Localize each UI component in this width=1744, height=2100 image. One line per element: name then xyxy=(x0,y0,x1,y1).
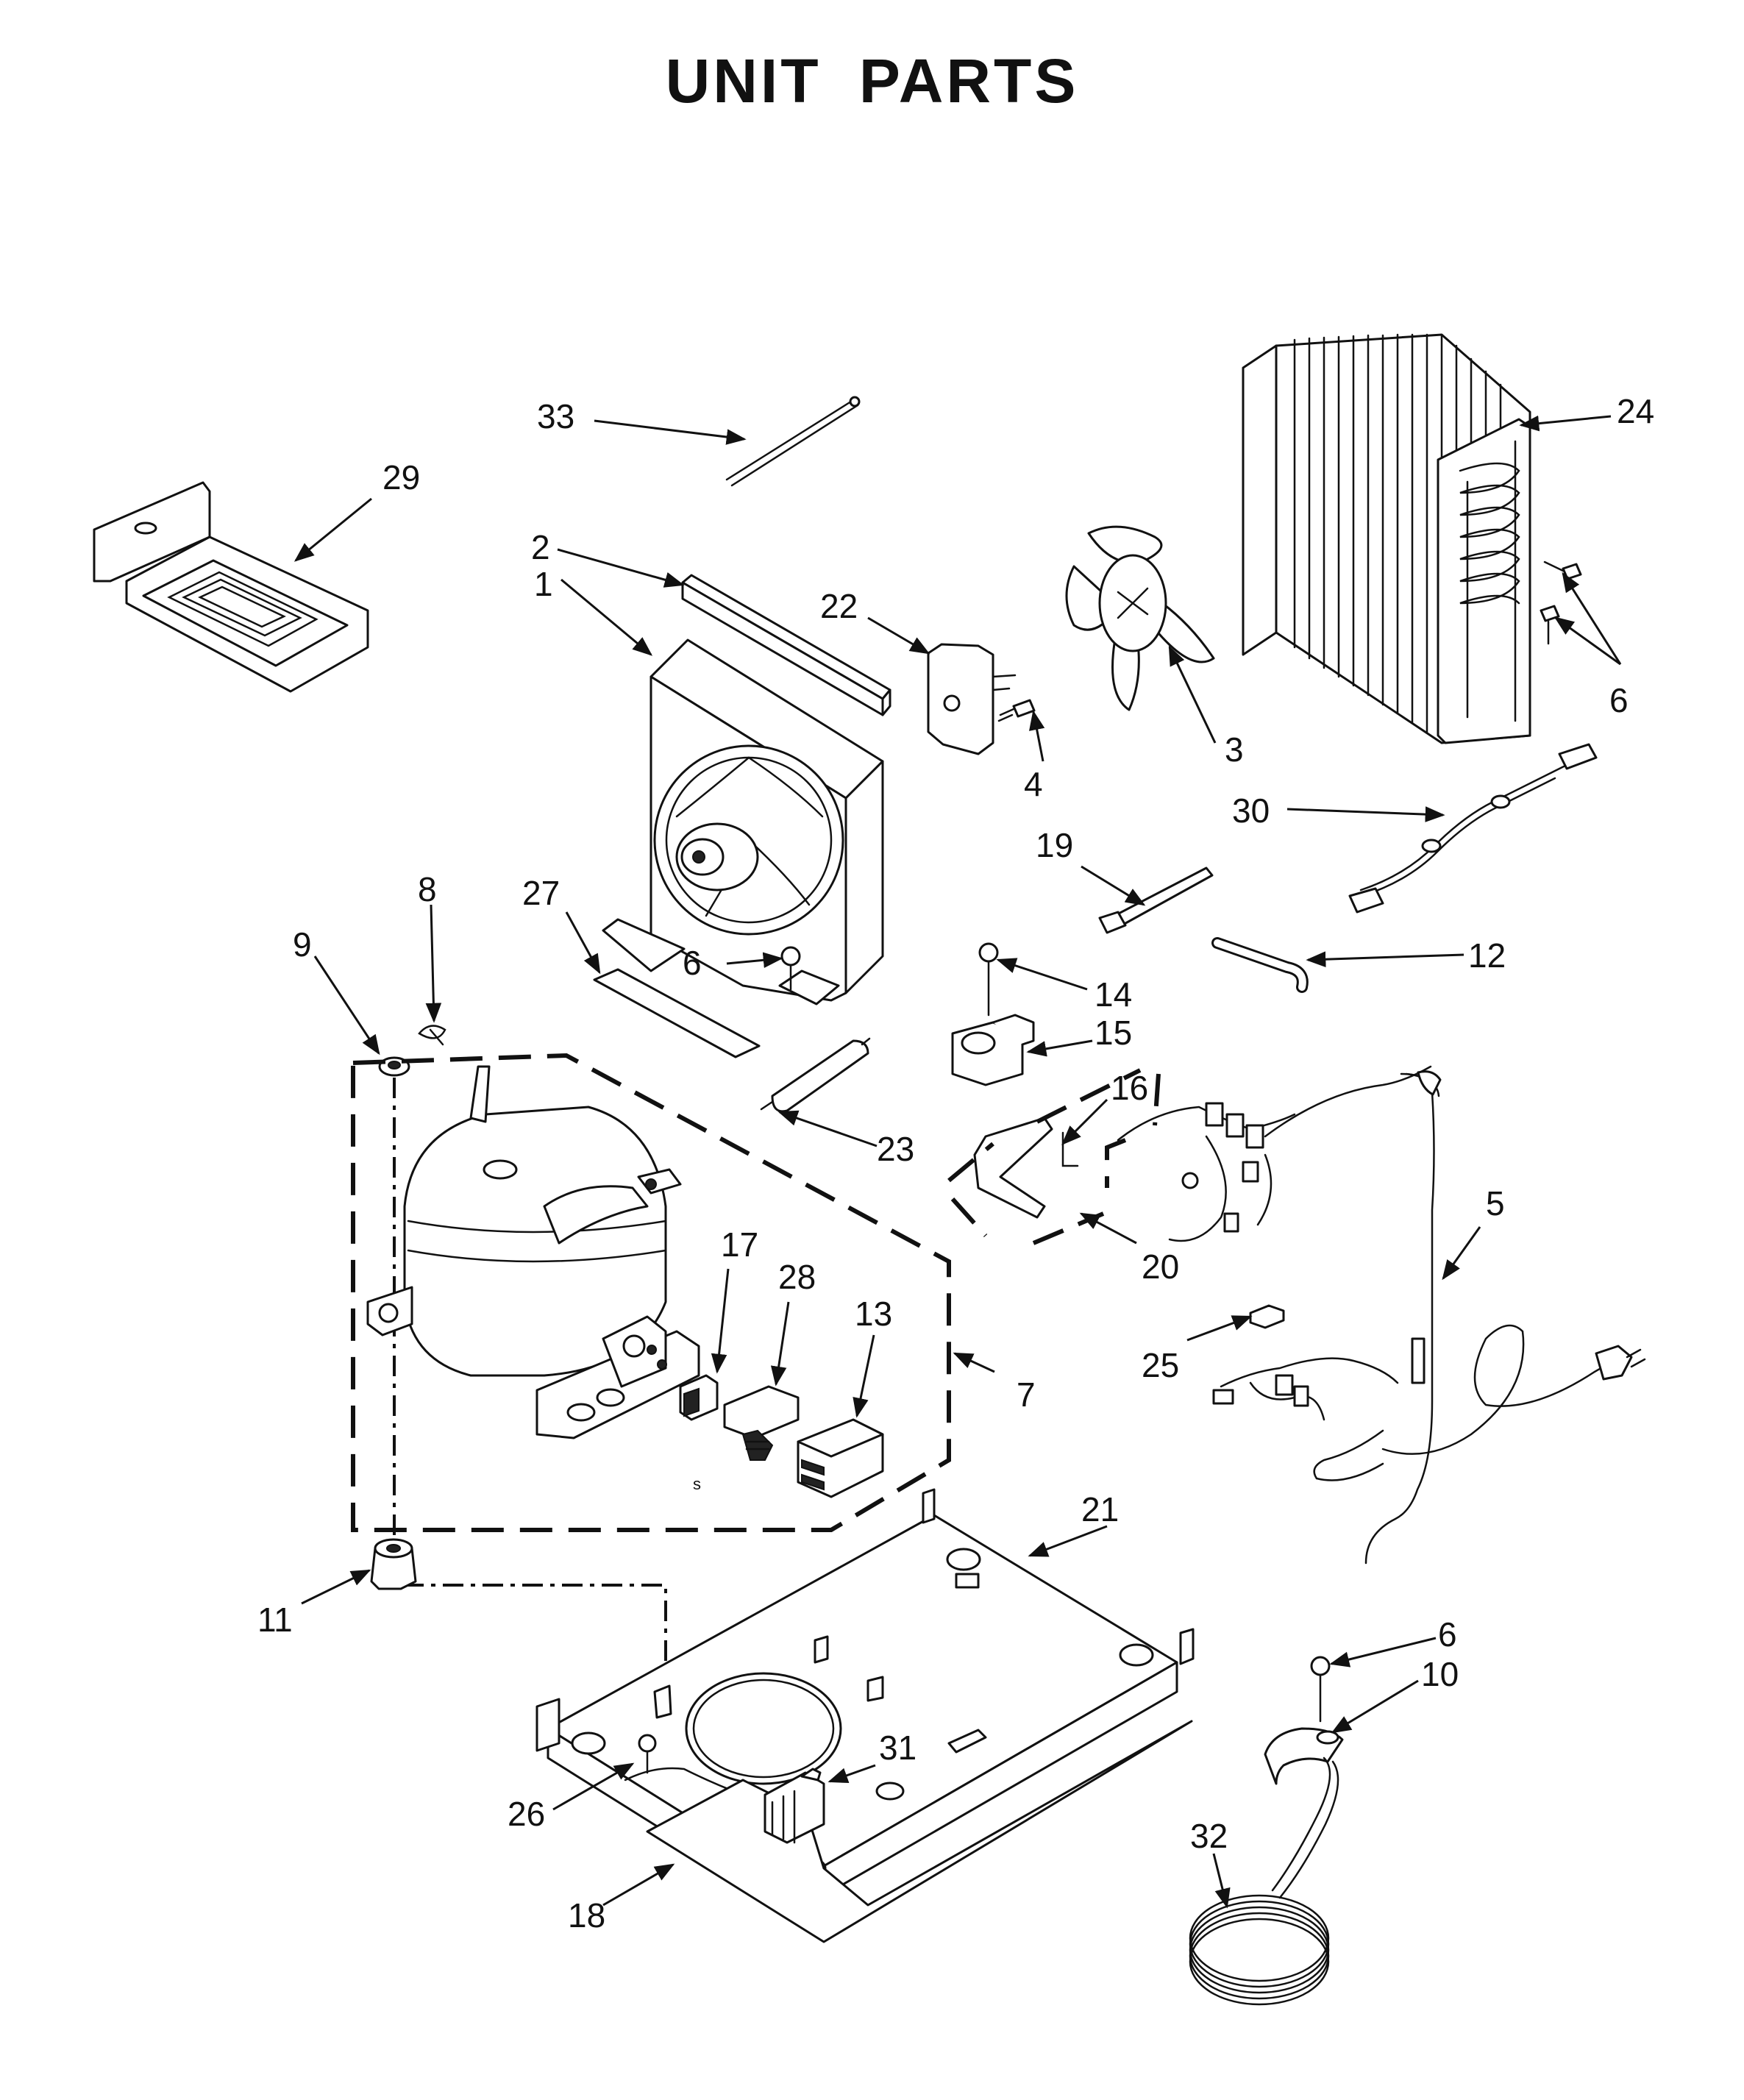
callout-19: 19 xyxy=(1036,826,1073,864)
part-19-cable-tie xyxy=(1098,866,1214,934)
part-14-screw xyxy=(978,942,999,1017)
part-18-insulation-pad xyxy=(646,1720,1193,1943)
part-27-insulation-strip xyxy=(593,968,761,1058)
part-7-compressor-assembly-boundary xyxy=(351,1053,951,1532)
leader-arrows xyxy=(293,415,1622,1909)
part-25-harness-clip xyxy=(1249,1304,1285,1329)
callout-11: 11 xyxy=(257,1601,293,1639)
callout-16: 16 xyxy=(1111,1069,1148,1107)
part-10-tube-clamp xyxy=(1264,1727,1344,1785)
callout-2: 2 xyxy=(531,528,550,566)
part-20-harness-boundary xyxy=(947,1068,1161,1245)
part-5-power-cord xyxy=(1313,1070,1646,1565)
callout-3: 3 xyxy=(1225,730,1244,769)
part-29-drain-pan xyxy=(93,481,369,693)
callout-7: 7 xyxy=(1017,1375,1036,1414)
page-title: UNIT PARTS xyxy=(665,46,1079,115)
callout-29: 29 xyxy=(382,458,420,496)
callout-30: 30 xyxy=(1232,791,1270,830)
callout-labels: 33 29 2 1 22 4 3 24 6 30 19 12 8 9 27 6 … xyxy=(257,392,1654,1935)
part-8-clip xyxy=(418,1025,446,1046)
part-21-base-plate xyxy=(535,1488,1195,1914)
callout-18: 18 xyxy=(568,1896,605,1935)
callout-13: 13 xyxy=(855,1295,892,1333)
callout-12: 12 xyxy=(1468,936,1506,975)
part-6-screw-clamp xyxy=(1310,1656,1331,1723)
part-16-valve-bracket xyxy=(973,1117,1079,1219)
callout-28: 28 xyxy=(778,1258,816,1296)
callout-24: 24 xyxy=(1617,392,1654,430)
part-3-fan-blade xyxy=(1065,525,1215,711)
lower-wiring-harness xyxy=(1212,1357,1399,1421)
callout-10: 10 xyxy=(1421,1655,1459,1693)
callout-4: 4 xyxy=(1024,765,1043,803)
part-22-motor-bracket xyxy=(927,643,1017,755)
callout-26: 26 xyxy=(508,1795,545,1833)
callout-31: 31 xyxy=(879,1729,917,1767)
part-20-wiring-harness xyxy=(1117,1065,1432,1242)
compressor xyxy=(366,1065,700,1439)
callout-1: 1 xyxy=(534,565,553,603)
callout-32: 32 xyxy=(1190,1817,1228,1855)
part-28-start-relay xyxy=(723,1385,800,1461)
callout-25: 25 xyxy=(1142,1346,1179,1384)
callout-23: 23 xyxy=(877,1130,914,1168)
part-11-grommet xyxy=(370,1538,417,1590)
part-12-drain-tube xyxy=(1211,937,1309,993)
mounting-centerline xyxy=(393,1078,667,1684)
callout-9: 9 xyxy=(293,925,312,964)
callout-5: 5 xyxy=(1486,1184,1505,1222)
part-33-wire-tie xyxy=(725,396,861,487)
part-30-thermistor-harness xyxy=(1348,743,1598,914)
part-2-gasket-strip xyxy=(681,574,891,716)
callout-17: 17 xyxy=(721,1225,758,1264)
part-32-water-tube-coil xyxy=(1189,1756,1339,2006)
part-15-water-valve xyxy=(951,1014,1035,1086)
callout-8: 8 xyxy=(418,870,437,908)
callout-6-shroud: 6 xyxy=(683,944,702,982)
callout-14: 14 xyxy=(1095,975,1132,1014)
part-23-filter-drier xyxy=(760,1037,871,1113)
callout-6-clamp: 6 xyxy=(1438,1615,1457,1654)
callout-27: 27 xyxy=(522,874,560,912)
part-24-condenser xyxy=(1242,333,1531,744)
part-4-screw xyxy=(997,699,1036,722)
part-9-grommet xyxy=(378,1056,410,1077)
callout-22: 22 xyxy=(820,587,858,625)
part-17-overload xyxy=(679,1374,719,1421)
callout-6-condenser: 6 xyxy=(1609,681,1629,719)
callout-20: 20 xyxy=(1142,1247,1179,1286)
callout-15: 15 xyxy=(1095,1014,1132,1052)
part-1-fan-shroud xyxy=(602,638,884,1005)
callout-21: 21 xyxy=(1081,1490,1119,1528)
callout-33: 33 xyxy=(537,397,574,435)
part-31-switch xyxy=(764,1768,825,1844)
part-13-terminal-cover xyxy=(797,1418,884,1498)
label-s: s xyxy=(693,1475,701,1493)
